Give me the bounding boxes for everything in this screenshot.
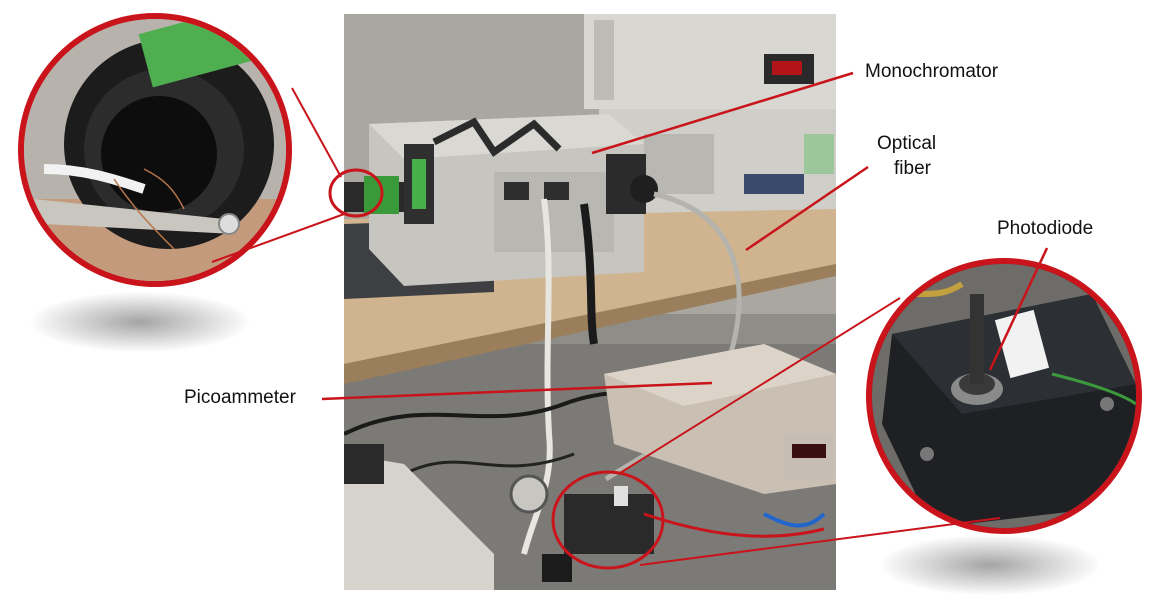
label-picoammeter: Picoammeter [184, 387, 296, 408]
photodiode-highlight-ring [551, 470, 665, 570]
label-optical-fiber-line1: Optical [877, 133, 937, 154]
monochromator-arrow [591, 71, 854, 155]
lab-setup-photo [344, 14, 836, 590]
input-connector-upper [291, 87, 342, 178]
label-optical-fiber-line2: fiber [894, 158, 931, 179]
lab-setup-illustration [344, 14, 836, 590]
input-optics-highlight-ring [328, 168, 384, 218]
label-photodiode: Photodiode [997, 218, 1094, 239]
left-circle-shadow [30, 292, 250, 352]
picoammeter-arrow [321, 381, 713, 401]
photodiode-arrow [988, 247, 1049, 371]
optical-fiber-arrow [745, 165, 869, 252]
zoom-circle-photodiode [866, 258, 1142, 534]
photodiode-connector-lower [639, 517, 1001, 566]
photodiode-closeup [872, 264, 1136, 528]
right-circle-shadow [880, 535, 1100, 595]
input-connector-lower [211, 212, 348, 263]
photodiode-connector-upper [619, 297, 901, 474]
label-monochromator: Monochromator [865, 61, 999, 82]
